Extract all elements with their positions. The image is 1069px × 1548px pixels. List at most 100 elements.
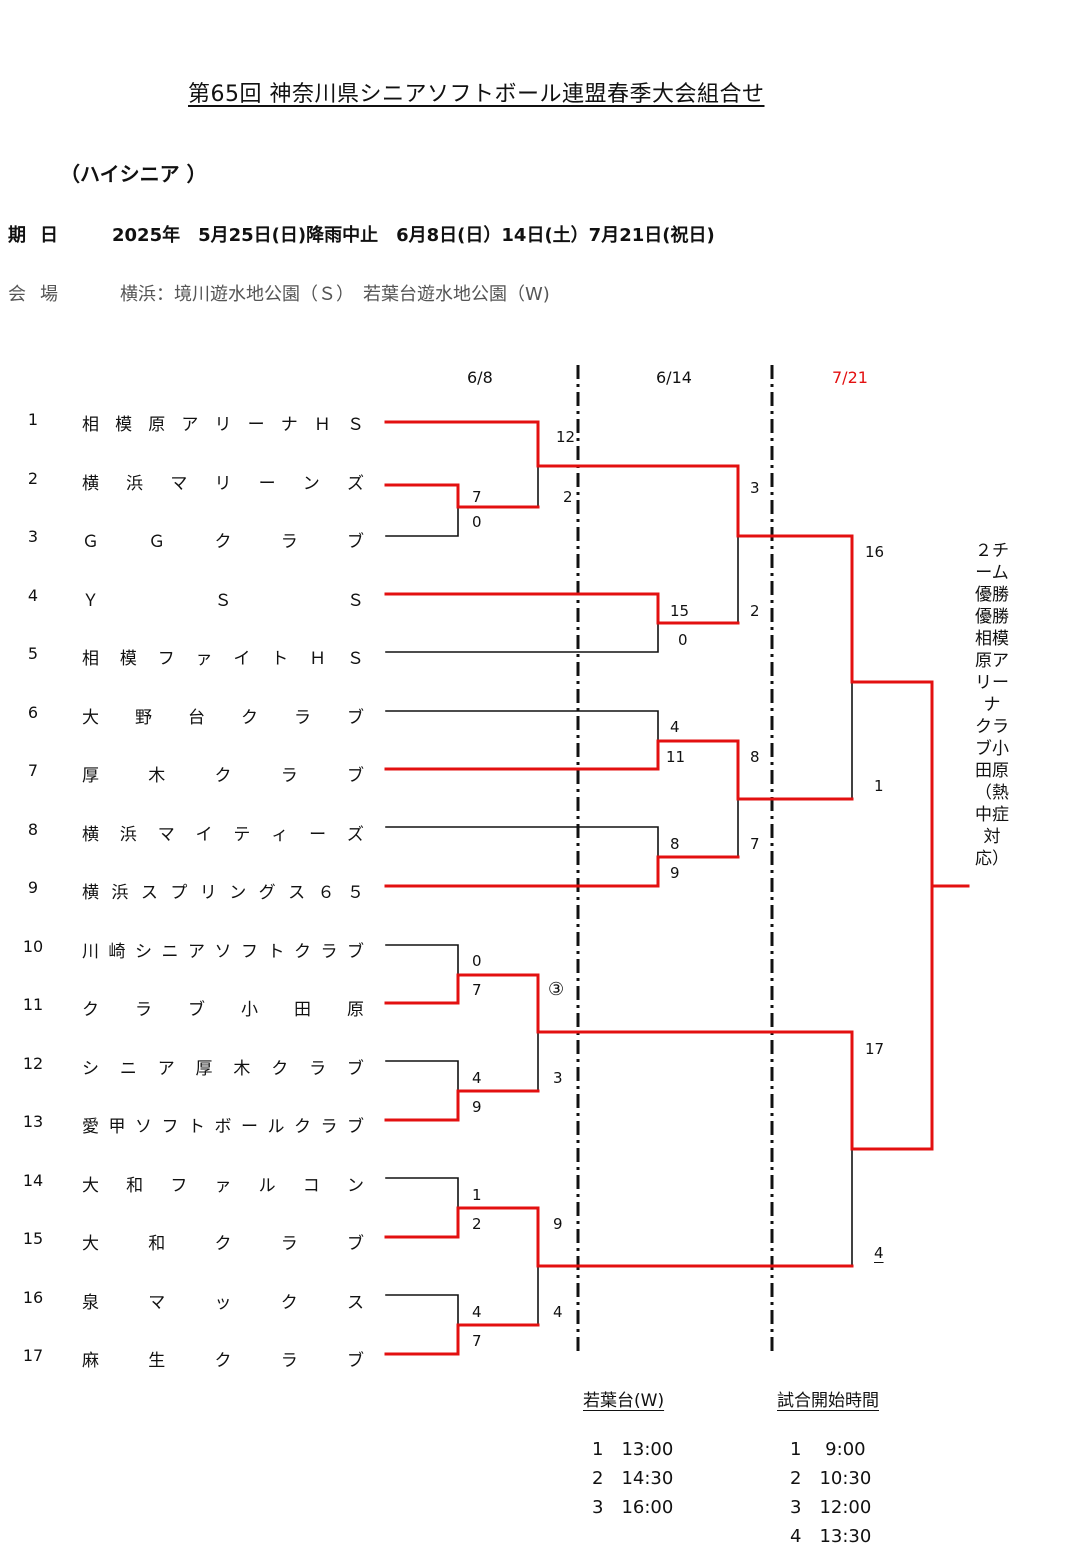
winner-path-4: [384, 592, 740, 625]
score-m6-top: 3: [750, 479, 760, 497]
dates-value: 2025年 5月25日(日)降雨中止 6月8日(日）14日(土）7月21日(祝日…: [112, 225, 715, 246]
score-m2-bottom: 0: [472, 513, 482, 531]
team-name: 大和ファルコン: [82, 1175, 364, 1196]
team-seed: 13: [22, 1112, 44, 1131]
score-m2-top: 7: [472, 488, 482, 506]
winner-path-7: [384, 739, 854, 801]
team-seed: 7: [27, 761, 39, 780]
start-time-3: 3 12:00: [790, 1497, 872, 1518]
line-team16: [385, 1294, 459, 1326]
team-name: 厚木クラブ: [82, 766, 364, 786]
score-m3-bottom: 0: [678, 631, 688, 649]
score-m14-top: 9: [553, 1215, 563, 1233]
team-name: 大和クラブ: [82, 1234, 364, 1254]
score-m8-top: 16: [865, 543, 885, 561]
winner-path-13: [384, 1089, 540, 1122]
dates-label: 期日: [8, 225, 72, 246]
line-team5: [385, 622, 659, 653]
round-date-2: 6/14: [656, 368, 692, 387]
round-dividers: [576, 365, 774, 1355]
score-m5-bottom: 9: [670, 864, 680, 882]
line-team3: [385, 506, 459, 537]
winner-path-11: [384, 884, 934, 1151]
category-label: （ハイシニア ）: [60, 162, 207, 186]
line-team14: [385, 1177, 459, 1209]
start-time-4: 4 13:30: [790, 1526, 872, 1547]
score-m10-top: 4: [472, 1069, 482, 1087]
venue-time-2: 2 14:30: [592, 1468, 674, 1489]
score-m7-top: 8: [750, 748, 760, 766]
winner-path-15: [384, 1206, 854, 1268]
score-m9-bottom: 7: [472, 981, 482, 999]
team-seed: 15: [22, 1229, 44, 1248]
line-team6: [385, 710, 659, 742]
champions-note: ２チーム優勝優勝 相模原アリーナ クラブ小田原（熱中症対応）: [975, 541, 1026, 869]
team-name: クラブ小田原: [82, 1000, 364, 1020]
score-m6-bottom: 2: [750, 602, 760, 620]
round-date-3: 7/21: [832, 368, 868, 387]
score-m7-bottom: 7: [750, 835, 760, 853]
score-m3-top: 15: [670, 602, 690, 620]
winner-path-1: [384, 420, 970, 888]
score-m13-bottom: 3: [553, 1069, 563, 1087]
team-seed: 10: [22, 936, 44, 956]
venue-label: 会場: [8, 284, 72, 305]
team-seed: 17: [22, 1346, 44, 1365]
start-times-heading: 試合開始時間: [777, 1391, 879, 1411]
team-seed: 6: [27, 702, 39, 722]
team-seed: 4: [27, 585, 39, 605]
line-team8: [385, 826, 659, 858]
venue-value: 横浜：境川遊水地公園（Ｓ） 若葉台遊水地公園（W): [120, 284, 550, 305]
team-seed: 11: [22, 995, 44, 1014]
team-seed: 3: [27, 527, 39, 546]
team-name: 愛甲ソフトボールクラブ: [82, 1117, 364, 1137]
score-m4-bottom: 11: [666, 748, 686, 766]
team-seed: 1: [27, 410, 39, 429]
team-seed: 5: [27, 644, 39, 663]
team-name: 横浜マリーンズ: [82, 473, 364, 494]
score-m12-top: 4: [472, 1303, 482, 1321]
start-time-2: 2 10:30: [790, 1468, 872, 1489]
score-m15-top: 17: [865, 1040, 885, 1058]
team-name: 横浜マイティーズ: [82, 824, 364, 845]
team-seed: 14: [22, 1170, 44, 1190]
score-m13-top: ③: [548, 979, 565, 1000]
winner-path-2: [384, 483, 540, 509]
score-m14-bottom: 4: [553, 1303, 563, 1321]
score-m1-top: 12: [556, 428, 576, 446]
team-name: シニア厚木クラブ: [82, 1058, 364, 1079]
team-seed: 12: [22, 1053, 44, 1073]
round-date-1: 6/8: [467, 368, 493, 387]
score-m4-top: 4: [670, 718, 680, 736]
team-name: 麻生クラブ: [82, 1351, 364, 1371]
team-seed: 16: [22, 1287, 44, 1307]
score-m11-top: 1: [472, 1186, 482, 1204]
line-team10: [385, 944, 459, 976]
team-name: 川崎シニアソフトクラブ: [82, 941, 364, 962]
score-m1-bottom: 2: [563, 488, 573, 506]
team-seed: 8: [27, 819, 39, 839]
score-m15-bottom: 4: [874, 1244, 884, 1262]
winner-path-17: [384, 1323, 540, 1356]
score-m12-bottom: 7: [472, 1332, 482, 1350]
bracket-paths: [384, 420, 970, 1356]
start-time-1: 1 9:00: [790, 1439, 866, 1460]
team-name: 泉マックス: [82, 1292, 364, 1313]
team-seed: 9: [27, 878, 39, 897]
winner-path-9: [384, 855, 740, 888]
team-seed: 2: [27, 468, 39, 488]
score-m8-bottom: 1: [874, 777, 884, 795]
score-m5-top: 8: [670, 835, 680, 853]
venue-schedule-heading: 若葉台(W): [583, 1391, 665, 1411]
line-team12: [385, 1060, 459, 1092]
score-m9-top: 0: [472, 952, 482, 970]
score-m10-bottom: 9: [472, 1098, 482, 1116]
score-m11-bottom: 2: [472, 1215, 482, 1233]
page-title: 第65回 神奈川県シニアソフトボール連盟春季大会組合せ: [188, 82, 765, 107]
